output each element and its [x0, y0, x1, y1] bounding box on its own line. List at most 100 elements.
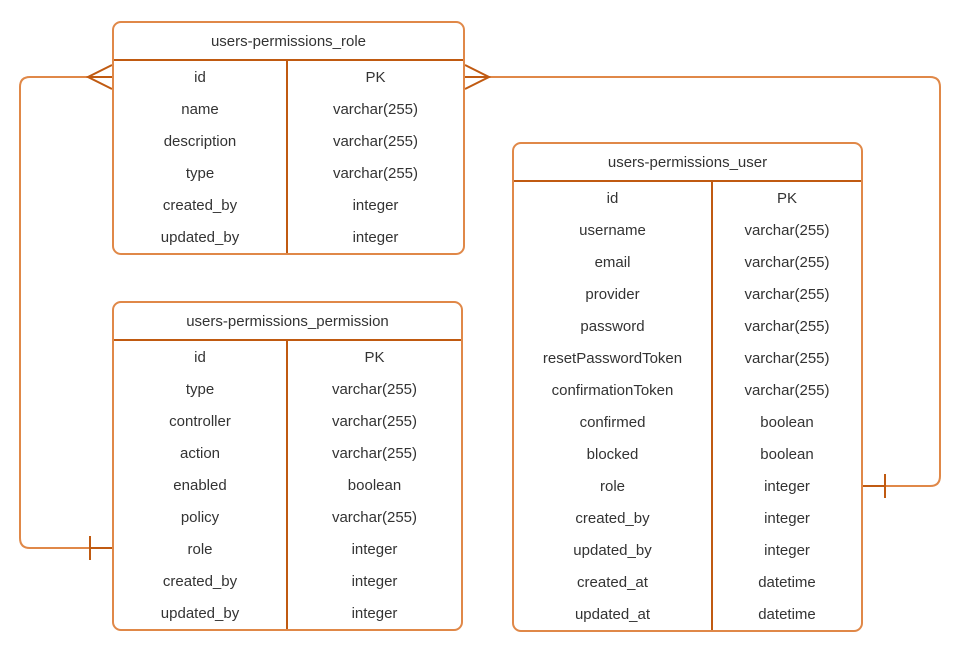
field-name: updated_by: [514, 534, 713, 566]
field-name: created_at: [514, 566, 713, 598]
table-row[interactable]: id PK: [114, 341, 461, 373]
field-name: name: [114, 93, 288, 125]
field-name: policy: [114, 501, 288, 533]
relationship-role-permission[interactable]: [19, 64, 113, 560]
table-row[interactable]: email varchar(255): [514, 246, 861, 278]
field-name: id: [114, 341, 288, 373]
field-name: created_by: [514, 502, 713, 534]
table-row[interactable]: policy varchar(255): [114, 501, 461, 533]
table-row[interactable]: updated_at datetime: [514, 598, 861, 630]
table-row[interactable]: username varchar(255): [514, 214, 861, 246]
crow-foot-many-icon: [464, 64, 492, 90]
table-body: id PK username varchar(255) email varcha…: [514, 182, 861, 630]
table-row[interactable]: created_by integer: [114, 565, 461, 597]
field-name: role: [114, 533, 288, 565]
field-type: varchar(255): [332, 164, 419, 182]
table-row[interactable]: type varchar(255): [114, 373, 461, 405]
field-type: varchar(255): [331, 444, 418, 462]
field-name: type: [114, 157, 288, 189]
table-body: id PK type varchar(255) controller varch…: [114, 341, 461, 629]
table-row[interactable]: id PK: [514, 182, 861, 214]
field-type: varchar(255): [331, 508, 418, 526]
field-type: integer: [351, 604, 398, 622]
table-row[interactable]: updated_by integer: [114, 597, 461, 629]
field-type: varchar(255): [744, 253, 830, 271]
field-name: resetPasswordToken: [514, 342, 713, 374]
table-row[interactable]: updated_by integer: [114, 221, 463, 253]
field-name: email: [514, 246, 713, 278]
field-type: varchar(255): [332, 100, 419, 118]
table-row[interactable]: confirmationToken varchar(255): [514, 374, 861, 406]
field-type: datetime: [758, 605, 816, 623]
field-type: PK: [365, 68, 386, 86]
table-row[interactable]: name varchar(255): [114, 93, 463, 125]
field-name: controller: [114, 405, 288, 437]
table-row[interactable]: type varchar(255): [114, 157, 463, 189]
table-row[interactable]: created_at datetime: [514, 566, 861, 598]
field-type: varchar(255): [744, 381, 830, 399]
field-type: integer: [764, 509, 810, 527]
field-name: role: [514, 470, 713, 502]
table-row[interactable]: confirmed boolean: [514, 406, 861, 438]
field-name: blocked: [514, 438, 713, 470]
one-tick-icon: [89, 536, 112, 560]
field-name: password: [514, 310, 713, 342]
field-name: description: [114, 125, 288, 157]
entity-table-user[interactable]: users-permissions_user id PK username va…: [512, 142, 863, 632]
field-type: varchar(255): [331, 380, 418, 398]
table-row[interactable]: role integer: [114, 533, 461, 565]
table-title: users-permissions_user: [514, 144, 861, 182]
field-name: created_by: [114, 189, 288, 221]
table-row[interactable]: created_by integer: [114, 189, 463, 221]
connector-line: [19, 76, 112, 549]
table-row[interactable]: created_by integer: [514, 502, 861, 534]
field-type: datetime: [758, 573, 816, 591]
field-name: confirmed: [514, 406, 713, 438]
table-row[interactable]: updated_by integer: [514, 534, 861, 566]
entity-table-role[interactable]: users-permissions_role id PK name varcha…: [112, 21, 465, 255]
field-type: boolean: [760, 413, 814, 431]
field-name: enabled: [114, 469, 288, 501]
field-type: integer: [351, 540, 398, 558]
field-name: action: [114, 437, 288, 469]
table-row[interactable]: id PK: [114, 61, 463, 93]
table-row[interactable]: enabled boolean: [114, 469, 461, 501]
field-name: confirmationToken: [514, 374, 713, 406]
field-name: updated_by: [114, 597, 288, 629]
field-type: integer: [352, 196, 399, 214]
table-row[interactable]: provider varchar(255): [514, 278, 861, 310]
table-row[interactable]: password varchar(255): [514, 310, 861, 342]
table-row[interactable]: role integer: [514, 470, 861, 502]
field-type: integer: [352, 228, 399, 246]
table-row[interactable]: controller varchar(255): [114, 405, 461, 437]
field-name: username: [514, 214, 713, 246]
field-name: id: [114, 61, 288, 93]
field-type: varchar(255): [332, 132, 419, 150]
one-tick-icon: [863, 474, 886, 498]
field-type: varchar(255): [331, 412, 418, 430]
field-name: id: [514, 182, 713, 214]
field-type: varchar(255): [744, 221, 830, 239]
table-row[interactable]: description varchar(255): [114, 125, 463, 157]
field-type: varchar(255): [744, 285, 830, 303]
field-type: varchar(255): [744, 317, 830, 335]
field-type: boolean: [347, 476, 402, 494]
field-name: updated_by: [114, 221, 288, 253]
table-row[interactable]: resetPasswordToken varchar(255): [514, 342, 861, 374]
field-type: PK: [364, 348, 385, 366]
table-row[interactable]: blocked boolean: [514, 438, 861, 470]
field-name: provider: [514, 278, 713, 310]
crow-foot-many-icon: [85, 64, 113, 90]
field-type: boolean: [760, 445, 814, 463]
table-row[interactable]: action varchar(255): [114, 437, 461, 469]
field-name: updated_at: [514, 598, 713, 630]
field-name: type: [114, 373, 288, 405]
field-type: varchar(255): [744, 349, 830, 367]
entity-table-permission[interactable]: users-permissions_permission id PK type …: [112, 301, 463, 631]
field-type: PK: [776, 189, 797, 207]
field-type: integer: [764, 541, 810, 559]
table-title: users-permissions_role: [114, 23, 463, 61]
table-title: users-permissions_permission: [114, 303, 461, 341]
field-type: integer: [351, 572, 398, 590]
